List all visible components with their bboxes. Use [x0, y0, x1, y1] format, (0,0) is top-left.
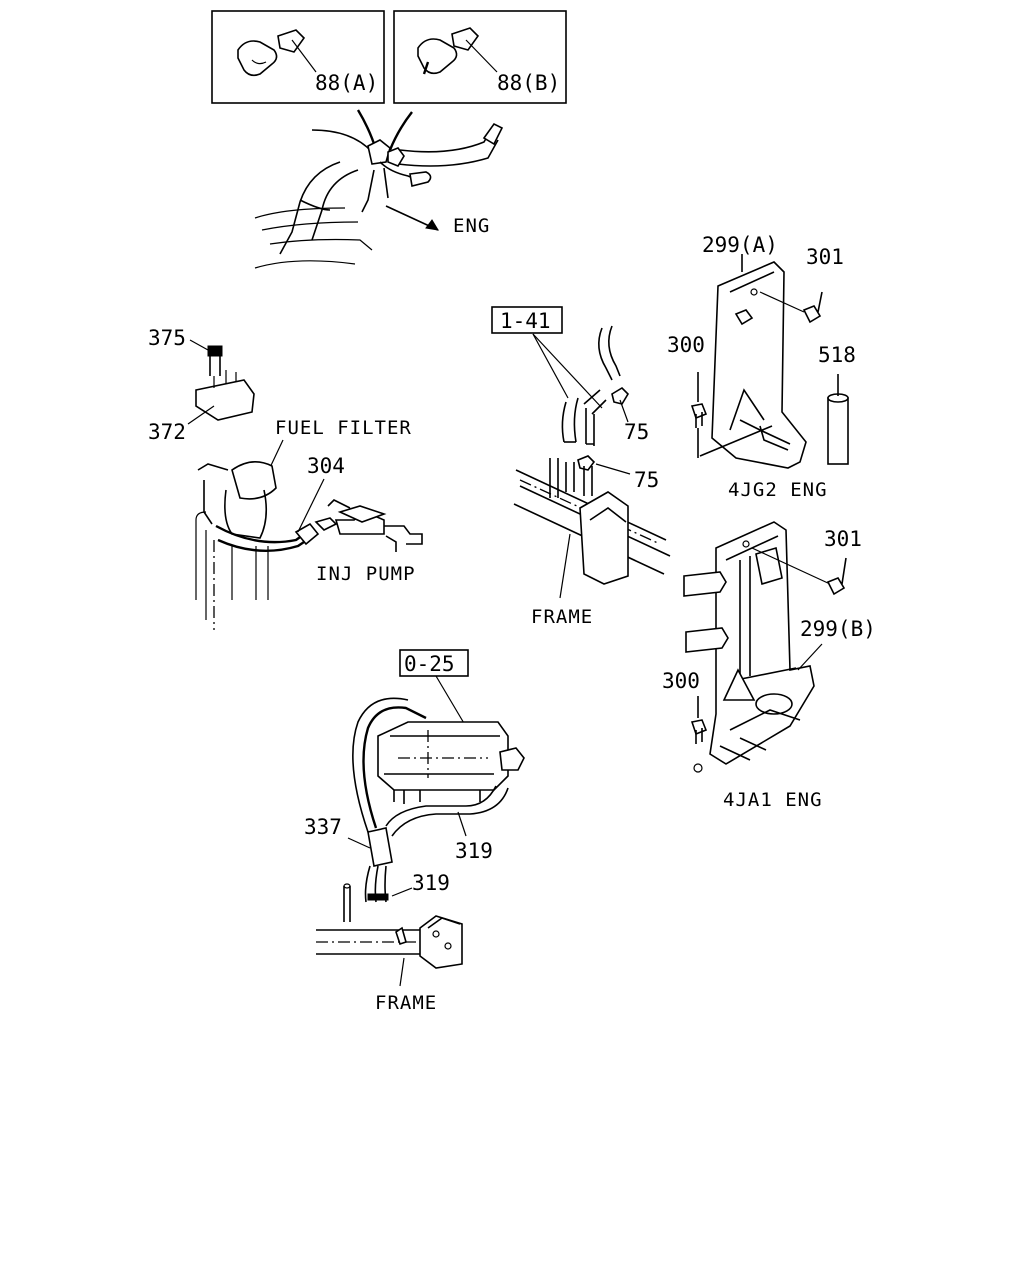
pipe-141-assembly: 1-41 75 75 FRAME [491, 306, 671, 628]
label-299b: 299(B) [800, 617, 876, 641]
label-fuel-filter: FUEL FILTER [275, 417, 412, 439]
label-299a: 299(A) [702, 233, 778, 257]
label-337: 337 [304, 815, 342, 839]
hose-junction-eng: ENG [254, 109, 504, 269]
label-300-upper: 300 [667, 333, 705, 357]
label-frame-lower: FRAME [375, 992, 437, 1014]
label-025: 0-25 [404, 652, 455, 676]
label-319-upper: 319 [455, 839, 493, 863]
bracket-372-assembly: 375 372 [148, 326, 255, 444]
label-375: 375 [148, 326, 186, 350]
clip-88a-detail: 88(A) [211, 10, 385, 104]
label-75-lower: 75 [634, 468, 659, 492]
label-319-lower: 319 [412, 871, 450, 895]
label-eng: ENG [453, 215, 490, 237]
label-88b: 88(B) [497, 71, 560, 95]
label-4ja1-eng: 4JA1 ENG [723, 789, 823, 811]
bracket-299a-4jg2: 299(A) 301 300 518 4JG2 ENG [667, 233, 856, 501]
label-301-lower: 301 [824, 527, 862, 551]
label-inj-pump: INJ PUMP [316, 563, 416, 585]
label-301-upper: 301 [806, 245, 844, 269]
label-75-upper: 75 [624, 420, 649, 444]
clip-88b-detail: 88(B) [393, 10, 567, 104]
label-304: 304 [307, 454, 345, 478]
label-518: 518 [818, 343, 856, 367]
label-4jg2-eng: 4JG2 ENG [728, 479, 828, 501]
label-372: 372 [148, 420, 186, 444]
label-141: 1-41 [500, 309, 551, 333]
label-88a: 88(A) [315, 71, 378, 95]
label-frame-upper: FRAME [531, 606, 593, 628]
bracket-299b-4ja1: 301 299(B) 300 4JA1 ENG [662, 521, 876, 811]
canister-025-assembly: 0-25 337 319 319 FRAME [304, 649, 525, 1014]
fuel-filter-hose-304: FUEL FILTER 304 INJ PUMP [195, 417, 423, 630]
label-300-lower: 300 [662, 669, 700, 693]
